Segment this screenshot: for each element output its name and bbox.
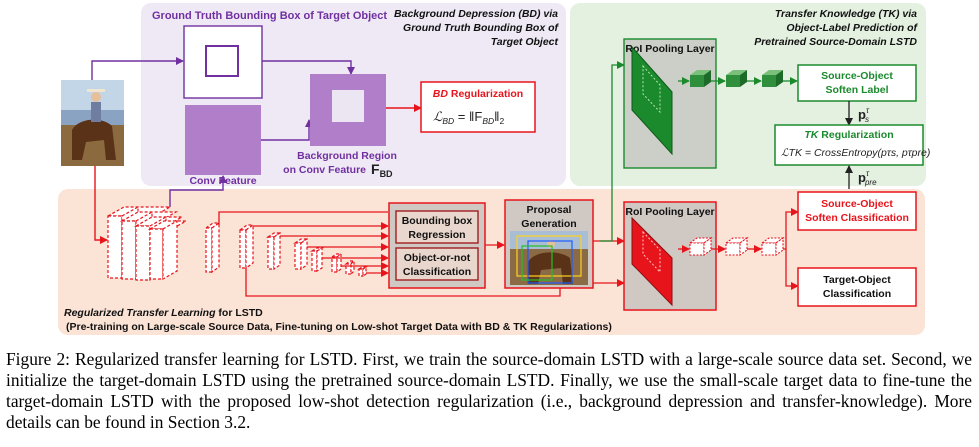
proposal-line1: Proposal — [527, 204, 572, 216]
main-roi-plane-inner — [642, 230, 661, 274]
main-fc-cube-2 — [724, 236, 749, 257]
image-to-backbone-arrow — [94, 166, 108, 244]
conv-block-8 — [293, 237, 309, 271]
bd-regularization-title: BD Regularization — [433, 88, 523, 100]
soften-label-line1: Source-Object — [821, 70, 893, 82]
backbone-to-conv-feature-arrow — [169, 175, 227, 207]
proposal-to-tk-roi-arrow — [600, 61, 625, 242]
tk-roi-plane — [631, 45, 673, 156]
soften-cls-line2: Soften Classification — [805, 212, 909, 224]
bd-gt-box-label: Ground Truth Bounding Box of Target Obje… — [152, 10, 387, 22]
tk-roi-label: RoI Pooling Layer — [625, 43, 714, 55]
tk-regularization-formula: ℒTK = CrossEntropy(pτs, pτpre) — [781, 147, 930, 159]
gt-box-frame — [183, 25, 263, 99]
conv-block-9 — [309, 246, 325, 273]
conv-block-10 — [330, 252, 343, 274]
main-arrow-to-targetcls — [785, 249, 799, 290]
bd-regularization-box — [420, 81, 536, 133]
bg-region-hole — [332, 90, 364, 122]
tk-fc-cube-2 — [726, 70, 747, 87]
bbox-regression-line1: Bounding box — [402, 215, 473, 227]
conv-block-5-connector — [218, 211, 388, 225]
tk-regularization-title: TK Regularization — [804, 129, 893, 141]
tk-title-line2: Object-Label Prediction of — [786, 22, 918, 34]
bbox-regression-box — [395, 210, 479, 244]
main-arrow-to-softcls — [783, 208, 799, 250]
bd-title-line3: Target Object — [491, 36, 559, 48]
proposal-line2: Generation — [521, 218, 576, 230]
soften-label-line2: Soften Label — [825, 84, 888, 96]
bbox-regression-line2: Regression — [408, 229, 465, 241]
figure-caption: Figure 2: Regularized transfer learning … — [6, 349, 972, 432]
target-cls-line2: Classification — [823, 288, 891, 300]
main-roi-plane — [631, 216, 673, 307]
source-object-soften-label-box — [797, 64, 917, 102]
main-panel-subtitle: (Pre-training on Large-scale Source Data… — [66, 321, 612, 333]
tk-roi-plane-inner — [642, 64, 661, 114]
conv-block-11 — [344, 259, 356, 276]
target-object-classification-box — [797, 267, 917, 307]
tk-title-line1: Transfer Knowledge (TK) via — [775, 8, 917, 20]
conv-block-5 — [204, 221, 221, 274]
object-or-not-box — [395, 247, 479, 281]
conv-block-7 — [266, 231, 282, 271]
main-roi-label: RoI Pooling Layer — [625, 206, 714, 218]
bg-region-label-line2: on Conv Feature — [283, 164, 366, 176]
proposal-image — [510, 231, 588, 285]
bg-region-symbol: FBD — [371, 161, 393, 179]
tk-fc-cube-3 — [762, 70, 783, 87]
bd-title-line1: Background Depression (BD) via — [394, 8, 558, 20]
soften-cls-line1: Source-Object — [821, 198, 893, 210]
lstd-diagram: Ground Truth Bounding Box of Target Obje… — [58, 3, 930, 335]
source-object-soften-classification-box — [797, 191, 917, 231]
gt-to-bg-arrow — [262, 60, 355, 75]
conv-block-6 — [238, 223, 255, 270]
tk-title-line3: Pretrained Source-Domain LSTD — [754, 36, 917, 48]
tk-fc-cube-1 — [690, 70, 711, 87]
conv-block-12 — [357, 265, 368, 278]
bg-region-label-line1: Background Region — [297, 150, 397, 162]
main-panel-title: Regularized Transfer Learning for LSTD — [64, 307, 263, 319]
image-to-gt-arrow — [91, 57, 184, 80]
bd-title-line2: Ground Truth Bounding Box of — [403, 22, 559, 34]
object-or-not-line1: Object-or-not — [404, 252, 471, 264]
target-cls-line1: Target-Object — [823, 274, 891, 286]
input-image — [61, 80, 124, 166]
conv-feature-block — [185, 105, 261, 175]
conv-to-bg-arrow — [261, 119, 313, 141]
object-or-not-line2: Classification — [403, 266, 471, 278]
bd-regularization-formula: ℒBD = ‖FBD‖2 — [433, 109, 505, 126]
main-fc-cube-3 — [760, 236, 785, 257]
conv-block-4 — [147, 219, 189, 281]
gt-box-inner — [205, 45, 239, 77]
main-fc-cube-1 — [688, 236, 713, 257]
